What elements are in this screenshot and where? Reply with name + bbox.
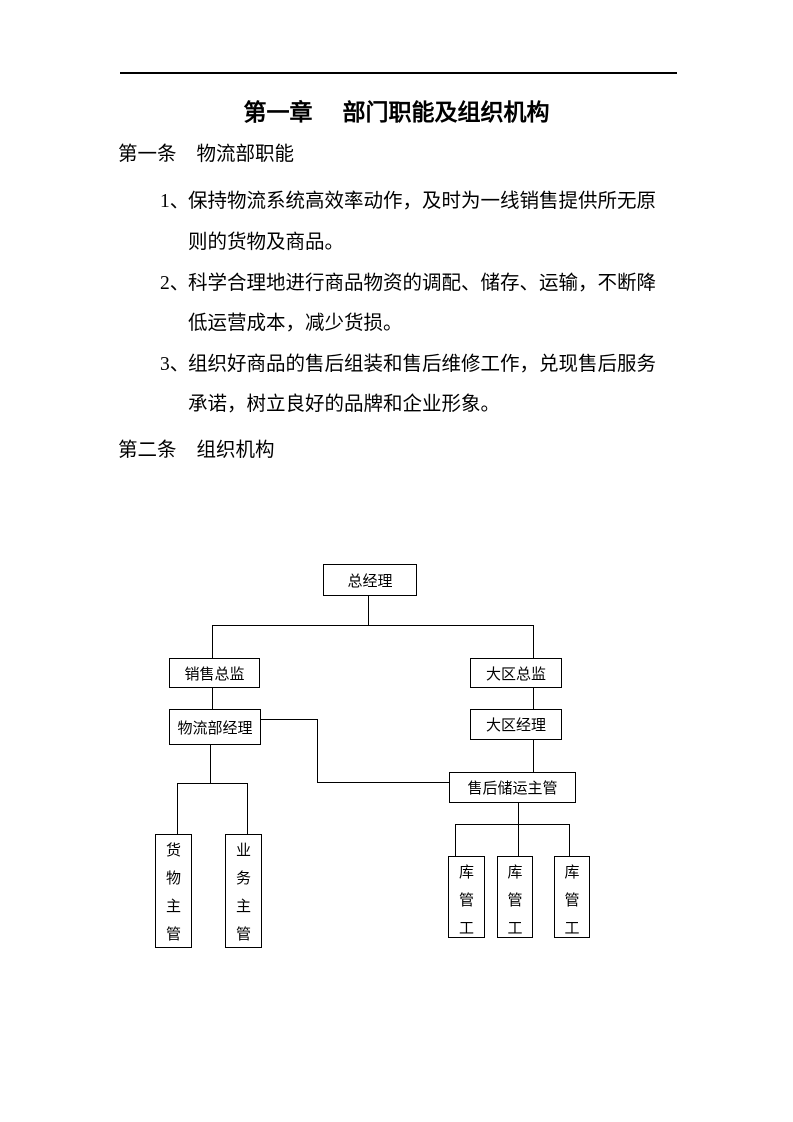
- list-item-1-line-2: 则的货物及商品。: [188, 232, 345, 253]
- chapter-number: 第一章: [243, 100, 313, 125]
- org-node-business-supervisor: 业务主管: [225, 834, 262, 948]
- org-line-to-regional-director: [533, 625, 534, 658]
- org-node-general-manager: 总经理: [323, 564, 417, 596]
- org-line-to-sales-director: [212, 625, 213, 658]
- org-node-aftersales-storage-supervisor: 售后储运主管: [449, 772, 576, 803]
- list-item-1-number: 1、: [160, 191, 190, 212]
- org-line-right-branch-horizontal: [455, 824, 569, 825]
- list-item-1-text: 保持物流系统高效率动作，及时为一线销售提供所无原: [188, 191, 657, 212]
- org-node-sales-director: 销售总监: [169, 658, 260, 688]
- list-item-3-line-1: 3、组织好商品的售后组装和售后维修工作，兑现售后服务: [160, 353, 656, 377]
- list-item-1-line-1: 1、保持物流系统高效率动作，及时为一线销售提供所无原: [160, 190, 656, 214]
- org-node-warehouse-keeper-2: 库管工: [497, 856, 533, 938]
- org-line-logistics-elbow: [317, 719, 318, 782]
- org-node-regional-manager: 大区经理: [470, 709, 562, 740]
- list-item-2-number: 2、: [160, 273, 190, 294]
- org-node-regional-director: 大区总监: [470, 658, 562, 688]
- org-node-warehouse-keeper-3: 库管工: [554, 856, 590, 938]
- org-line-to-business-supervisor: [247, 783, 248, 834]
- list-item-2-line-2: 低运营成本，减少货损。: [188, 313, 403, 334]
- article-2-heading: 第二条 组织机构: [118, 439, 275, 463]
- article-2-label: 第二条: [118, 440, 177, 461]
- org-line-to-aftersales-left: [317, 782, 449, 783]
- org-line-logistics-right: [261, 719, 317, 720]
- org-node-logistics-manager: 物流部经理: [169, 709, 261, 745]
- list-item-2-line-1: 2、科学合理地进行商品物资的调配、储存、运输，不断降: [160, 272, 656, 296]
- org-line-to-keeper-1: [455, 824, 456, 856]
- org-line-top-horizontal: [212, 625, 533, 626]
- org-line-gm-down: [368, 596, 369, 625]
- org-line-director-to-manager: [533, 688, 534, 709]
- org-line-sales-to-logistics: [212, 688, 213, 709]
- org-line-manager-to-aftersales: [533, 740, 534, 772]
- list-item-3-text: 组织好商品的售后组装和售后维修工作，兑现售后服务: [188, 354, 657, 375]
- article-1-heading: 第一条 物流部职能: [118, 143, 294, 167]
- org-node-warehouse-keeper-1: 库管工: [448, 856, 485, 938]
- article-1-title: 物流部职能: [196, 144, 295, 165]
- org-line-to-cargo-supervisor: [177, 783, 178, 834]
- chapter-title: 第一章 部门职能及组织机构: [0, 100, 793, 126]
- org-node-cargo-supervisor: 货物主管: [155, 834, 192, 948]
- list-item-3-number: 3、: [160, 354, 190, 375]
- chapter-name: 部门职能及组织机构: [342, 100, 550, 125]
- article-1-label: 第一条: [118, 144, 177, 165]
- org-line-logistics-down: [210, 745, 211, 783]
- article-2-title: 组织机构: [196, 440, 275, 461]
- org-line-to-keeper-3: [569, 824, 570, 856]
- org-line-aftersales-down: [518, 803, 519, 824]
- header-rule: [120, 72, 677, 74]
- list-item-2-text: 科学合理地进行商品物资的调配、储存、运输，不断降: [188, 273, 657, 294]
- list-item-3-line-2: 承诺，树立良好的品牌和企业形象。: [188, 394, 501, 415]
- org-line-left-branch-horizontal: [177, 783, 247, 784]
- org-line-to-keeper-2: [518, 824, 519, 856]
